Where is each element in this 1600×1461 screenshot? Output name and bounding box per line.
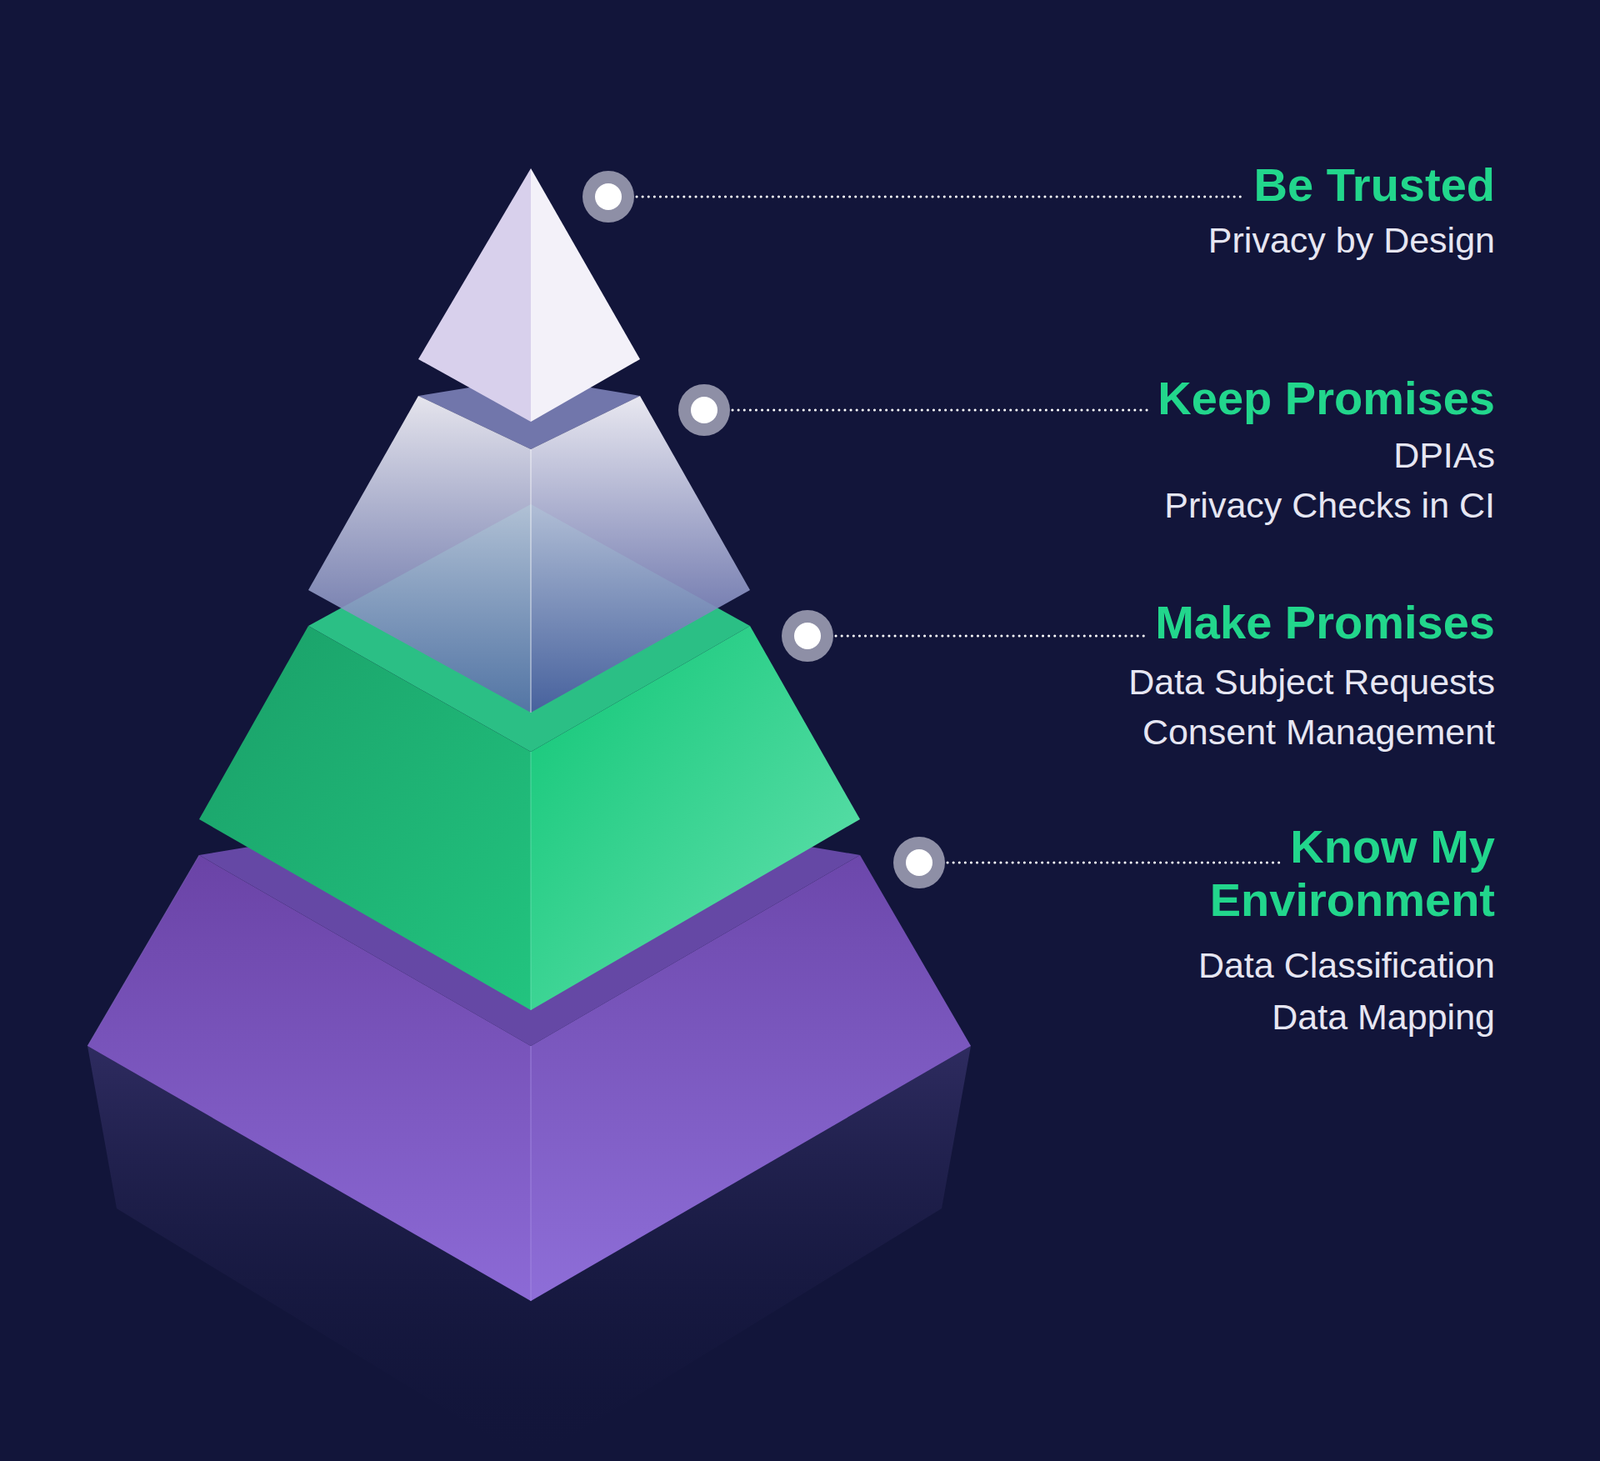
tier-item: Privacy by Design [1208,215,1495,265]
tier-item: Privacy Checks in CI [1164,480,1495,530]
leader-line [732,409,1150,412]
tier-heading: Make Promises [1155,595,1495,650]
leader-line [636,195,1246,199]
tier-item: Consent Management [1142,706,1495,757]
tier-heading: Be Trusted [1254,158,1495,212]
tier-heading: Know My Environment [1095,820,1495,927]
leader-line [947,861,1282,865]
tier-item: Data Subject Requests [1128,656,1495,707]
tier-heading: Keep Promises [1157,371,1495,425]
tier-item: DPIAs [1393,430,1495,480]
tier-item: Data Mapping [1271,991,1495,1042]
leader-line [835,635,1147,638]
tier-item: Data Classification [1198,940,1495,990]
